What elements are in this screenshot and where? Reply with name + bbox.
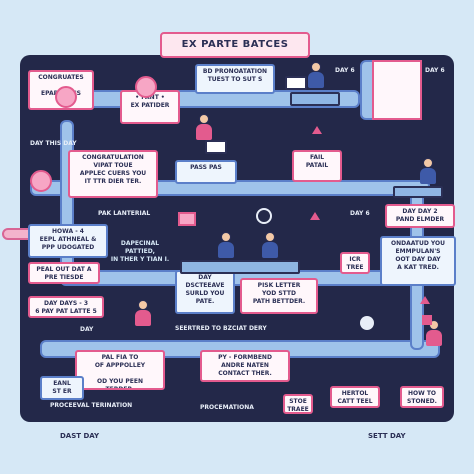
card-pass-pas-text: PASS PAS — [190, 164, 222, 171]
label-day-this-day: DAY THIS DAY — [30, 140, 77, 147]
envelope-icon — [178, 212, 196, 226]
desk-center — [180, 260, 300, 274]
card-ondaat-text: ONDAATUD YOU EMMPULAN'S OOT DAY DAY A KA… — [390, 240, 446, 271]
card-day7: DAY DAY 2 PAND ELMDER — [385, 204, 455, 228]
card-fail-text: FAIL PATAIL — [305, 154, 329, 169]
desk-top — [290, 92, 340, 106]
label-day6-mid: DAY 6 — [350, 210, 370, 217]
card-py-form-text: PY - FORMBEND ANDRE NATEN CONTACT THER. — [218, 354, 272, 377]
card-pass-pas: PASS PAS — [175, 160, 237, 184]
card-pant-text: • PANT • EX PATIDER — [130, 94, 170, 109]
card-pronotation: BD PRONOATATION TUEST TO SUT S — [195, 64, 275, 94]
card-congratulation: CONGRATULATION VIPAT TOUE APPLEC CUERS Y… — [68, 150, 158, 198]
card-eanl-text: EANL ST ER — [52, 380, 72, 395]
person-mid-left — [196, 114, 212, 140]
card-ondaat: ONDAATUD YOU EMMPULAN'S OOT DAY DAY A KA… — [380, 236, 456, 286]
clipboard-icon — [372, 60, 422, 120]
card-pisk-letter-text: PISK LETTER YOD STTD PATH BETTDER. — [252, 282, 306, 305]
person-right — [420, 158, 436, 184]
card-small-red-text: STOE TRAEE — [287, 398, 309, 413]
arrow-up-mid — [312, 126, 322, 134]
person-center-a — [218, 232, 234, 258]
card-fail: FAIL PATAIL — [292, 150, 342, 182]
card-how-text: HOWA - 4 EEPL ATHNEAL & PPP UDOGATED — [39, 228, 97, 251]
label-day6-top-b: DAY 6 — [425, 67, 445, 74]
card-pronotation-text: BD PRONOATATION TUEST TO SUT S — [202, 68, 268, 83]
card-hertol: HERTOL CATT TEEL — [330, 386, 380, 408]
person-lower-left — [135, 300, 151, 326]
label-procemationa: PROCEMATIONA — [200, 404, 254, 411]
card-day-days-text: DAY DAYS - 3 6 PAY PAT LATTE 5 — [35, 300, 97, 315]
card-icr-tree: ICR TREE — [340, 252, 370, 274]
label-day6-top-a: DAY 6 — [335, 67, 355, 74]
flower-icon — [30, 170, 52, 192]
label-pal-lanterial: PAK LANTERIAL — [98, 210, 151, 217]
laptop-top — [285, 76, 307, 90]
desk-right — [393, 186, 443, 198]
card-day-sur-text: DAY DSCTEEAVE SURLD YOU PATE. — [185, 274, 225, 305]
person-center-b — [262, 232, 278, 258]
card-small-red: STOE TRAEE — [283, 394, 313, 414]
card-day7-text: DAY DAY 2 PAND ELMDER — [395, 208, 445, 223]
laptop-mid — [205, 140, 227, 154]
card-eanl: EANL ST ER — [40, 376, 84, 400]
arrow-up-right — [420, 296, 430, 304]
card-pal-fia: PAL FIA TO OF APPPOLLEY OD YOU PEEN TERD… — [75, 350, 165, 390]
arrow-up-lower — [310, 212, 320, 220]
flower-icon — [135, 76, 157, 98]
heart-icon — [422, 315, 432, 325]
target-icon — [256, 208, 272, 224]
label-dast-day: DAST DAY — [60, 432, 100, 440]
diagram-title: EX PARTE BATCES — [160, 32, 310, 58]
label-proceval: PROCEEVAL TERINATION — [50, 402, 133, 409]
card-icr-tree-text: ICR TREE — [346, 256, 364, 271]
card-peal-out-text: PEAL OUT DAT A PRE TIESDE — [36, 266, 92, 281]
label-seertred: SEERTRED TO BZCIAT DERY — [175, 325, 267, 332]
card-how-to-text: HOW TO STONED. — [407, 390, 437, 405]
flower-icon — [55, 86, 77, 108]
gear-icon — [360, 316, 374, 330]
card-how: HOWA - 4 EEPL ATHNEAL & PPP UDOGATED — [28, 224, 108, 258]
card-peal-out: PEAL OUT DAT A PRE TIESDE — [28, 262, 100, 284]
card-py-form: PY - FORMBEND ANDRE NATEN CONTACT THER. — [200, 350, 290, 382]
card-pal-fia-text: PAL FIA TO OF APPPOLLEY OD YOU PEEN TERD… — [94, 354, 146, 390]
card-day-days: DAY DAYS - 3 6 PAY PAT LATTE 5 — [28, 296, 104, 318]
card-day-sur: DAY DSCTEEAVE SURLD YOU PATE. — [175, 270, 235, 314]
card-pisk-letter: PISK LETTER YOD STTD PATH BETTDER. — [240, 278, 318, 314]
label-day-left: DAY — [80, 326, 94, 333]
label-sett-day: SETT DAY — [368, 432, 406, 440]
person-top-right — [308, 62, 324, 88]
card-dapecinal: DAPECINAL PATTIED, IN THER Y TIAN I. — [100, 238, 180, 268]
card-dapecinal-text: DAPECINAL PATTIED, IN THER Y TIAN I. — [110, 240, 170, 263]
card-how-to: HOW TO STONED. — [400, 386, 444, 408]
person-lower-right — [426, 320, 442, 346]
card-congratulation-text: CONGRATULATION VIPAT TOUE APPLEC CUERS Y… — [79, 154, 147, 185]
card-hertol-text: HERTOL CATT TEEL — [337, 390, 373, 405]
